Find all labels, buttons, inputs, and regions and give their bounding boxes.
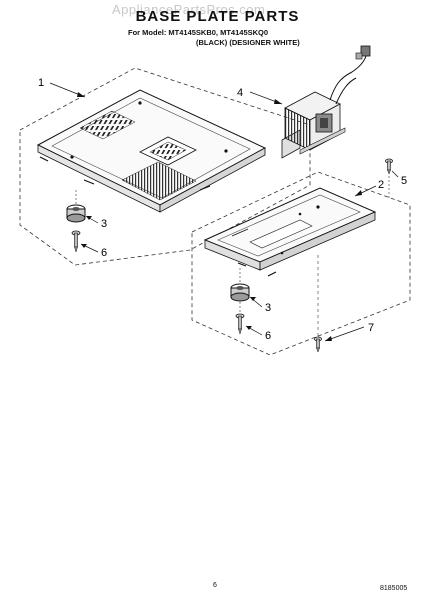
callout-5: 5 <box>401 175 407 187</box>
callout-3-upper: 3 <box>101 218 107 230</box>
page-title: BASE PLATE PARTS <box>135 8 300 25</box>
callout-1: 1 <box>38 77 44 89</box>
transformer-part-4 <box>281 45 371 159</box>
callout-6-lower: 6 <box>265 330 271 342</box>
base-plate-part-1 <box>36 89 267 213</box>
group-outline-base-plate <box>19 67 311 266</box>
screw-part-5 <box>385 158 393 200</box>
callout-7: 7 <box>368 322 374 334</box>
leader-arrowheads <box>77 92 362 341</box>
variant-line: (BLACK) (DESIGNER WHITE) <box>196 38 300 47</box>
callout-3-lower: 3 <box>265 302 271 314</box>
callout-2: 2 <box>378 179 384 191</box>
callout-6-upper: 6 <box>101 247 107 259</box>
document-code: 8185005 <box>380 585 408 592</box>
screw-part-6-upper <box>71 230 81 253</box>
foot-part-3-upper <box>66 190 86 223</box>
watermark: AppliancePartsPros.com <box>112 2 266 17</box>
page-number: 6 <box>213 582 217 589</box>
model-line: For Model: MT4145SKB0, MT4145SKQ0 <box>128 28 269 37</box>
sub-plate-part-2 <box>203 187 377 277</box>
screw-part-6-lower <box>235 302 245 335</box>
group-outline-sub-plate <box>191 171 411 356</box>
foot-part-3-lower <box>230 268 250 302</box>
callout-4: 4 <box>237 87 243 99</box>
screw-part-7 <box>314 255 322 353</box>
